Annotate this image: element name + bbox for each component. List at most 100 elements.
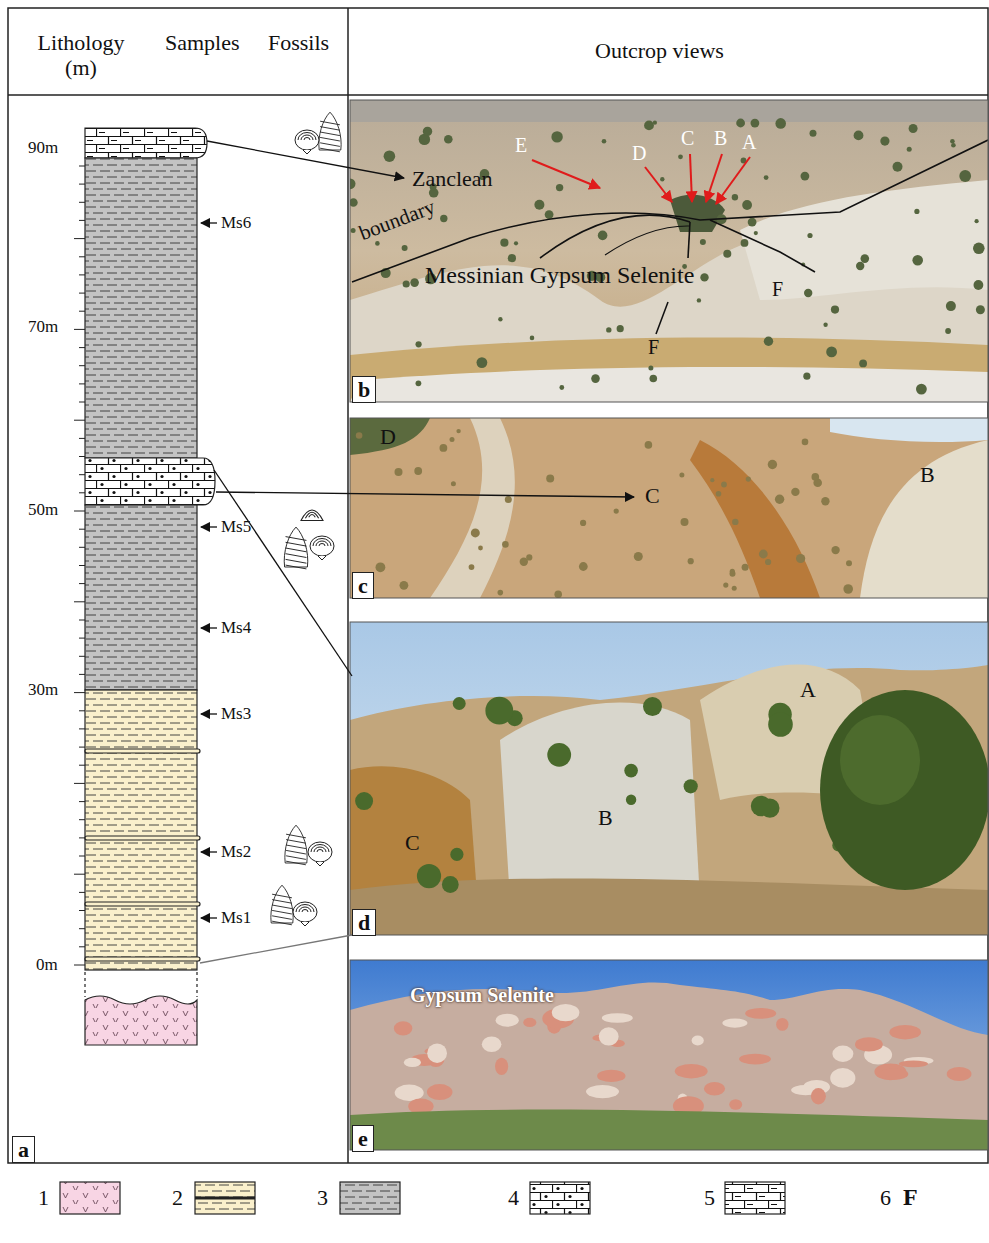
- shrub: [634, 552, 643, 561]
- depth-tick: [79, 347, 85, 348]
- shrub: [907, 147, 912, 152]
- shrub: [416, 341, 422, 347]
- shrub: [831, 546, 839, 554]
- shrub: [403, 280, 410, 287]
- fossil-symbol: [286, 537, 307, 541]
- photo-frame: [350, 100, 988, 1150]
- shrub: [547, 743, 571, 767]
- shrub: [914, 209, 919, 214]
- shrub: [498, 317, 502, 321]
- shrub: [861, 254, 870, 263]
- shrub: [559, 385, 564, 390]
- shrub: [530, 336, 535, 341]
- lithology-column: [85, 505, 197, 690]
- depth-tick: [74, 511, 85, 512]
- section-letter: E: [515, 134, 527, 157]
- shrub: [453, 697, 466, 710]
- shrub: [732, 519, 738, 525]
- fossil-symbol: [272, 894, 292, 898]
- selenite-crystal: [855, 1037, 883, 1051]
- boundary-line: [352, 140, 988, 334]
- shrub: [451, 481, 456, 486]
- selenite-crystal: [602, 1013, 633, 1023]
- sample-arrow: [201, 713, 217, 714]
- fossil-symbol: [272, 910, 292, 914]
- fossil-symbol: [286, 559, 307, 563]
- selenite-crystal: [404, 1058, 421, 1067]
- fossil-symbol: [320, 127, 340, 131]
- fossil-symbol: [293, 902, 317, 922]
- shrub: [951, 143, 956, 148]
- fossil-symbol: [320, 143, 340, 147]
- section-letter: C: [405, 830, 420, 855]
- fault-label: F: [772, 278, 783, 301]
- shrub: [606, 327, 611, 332]
- depth-tick: [79, 438, 85, 439]
- fossil-symbol: [286, 548, 307, 552]
- depth-tick: [79, 383, 85, 384]
- fossil-symbol: [301, 510, 323, 520]
- selenite-crystal: [947, 1067, 972, 1081]
- sample-arrow: [201, 627, 217, 628]
- shrub: [356, 432, 363, 439]
- fossil-symbol: [308, 842, 332, 862]
- shrub: [945, 328, 951, 334]
- depth-label: 30m: [28, 680, 58, 700]
- lithology-column: [85, 128, 215, 1045]
- shrub: [823, 323, 827, 327]
- depth-tick: [79, 837, 85, 838]
- leader-line: [200, 935, 352, 963]
- shrub: [526, 554, 532, 560]
- shrub: [478, 546, 483, 551]
- shrub: [759, 550, 768, 559]
- selenite-crystal: [729, 1099, 742, 1109]
- sample-arrow: [201, 223, 217, 918]
- bed-boundary: [85, 836, 200, 840]
- depth-tick: [74, 166, 85, 965]
- red-arrow: [532, 160, 600, 188]
- shrub: [602, 139, 607, 144]
- sample-label: Ms4: [221, 618, 251, 638]
- boundary-line: [656, 302, 668, 334]
- fossil-symbol: [314, 847, 326, 852]
- fossil-symbol: [313, 539, 331, 547]
- column-header: Outcrop views: [595, 38, 724, 63]
- shrub: [810, 130, 817, 137]
- shrub: [350, 198, 358, 207]
- shrub: [807, 233, 812, 238]
- shrub: [469, 564, 475, 570]
- frame: [8, 8, 988, 1163]
- depth-tick: [74, 601, 85, 602]
- outcrop-photo-d: [500, 703, 700, 906]
- fossil-symbol: [286, 834, 306, 838]
- selenite-crystal: [879, 1068, 909, 1079]
- outcrop-photo-e: [350, 960, 988, 1150]
- shrub: [732, 194, 738, 200]
- depth-tick: [79, 910, 85, 911]
- leader-line: [214, 470, 352, 676]
- shrub: [880, 137, 889, 146]
- shrub: [912, 255, 923, 266]
- bed-boundary: [85, 749, 200, 753]
- photo-frame: [350, 100, 988, 402]
- depth-tick: [74, 420, 85, 421]
- fossil-symbol: [299, 907, 311, 912]
- shrub: [742, 564, 749, 571]
- selenite-crystal: [811, 1088, 826, 1104]
- shrub: [554, 591, 562, 599]
- section-letter: D: [380, 424, 396, 449]
- selenite-crystal: [675, 1064, 708, 1078]
- shrub: [764, 337, 773, 346]
- frame: [8, 8, 988, 1163]
- selenite-crystal: [599, 1027, 619, 1045]
- depth-tick: [79, 529, 85, 530]
- sample-arrow: [201, 222, 217, 223]
- fossil-symbol: [293, 902, 317, 926]
- shrub: [681, 518, 689, 526]
- depth-label: 90m: [28, 138, 58, 158]
- shrub: [650, 375, 658, 383]
- outcrop-photo-d: [840, 715, 920, 805]
- shrub: [551, 131, 562, 142]
- fossil-symbol: [303, 150, 311, 154]
- outcrop-photo-c: [860, 440, 988, 598]
